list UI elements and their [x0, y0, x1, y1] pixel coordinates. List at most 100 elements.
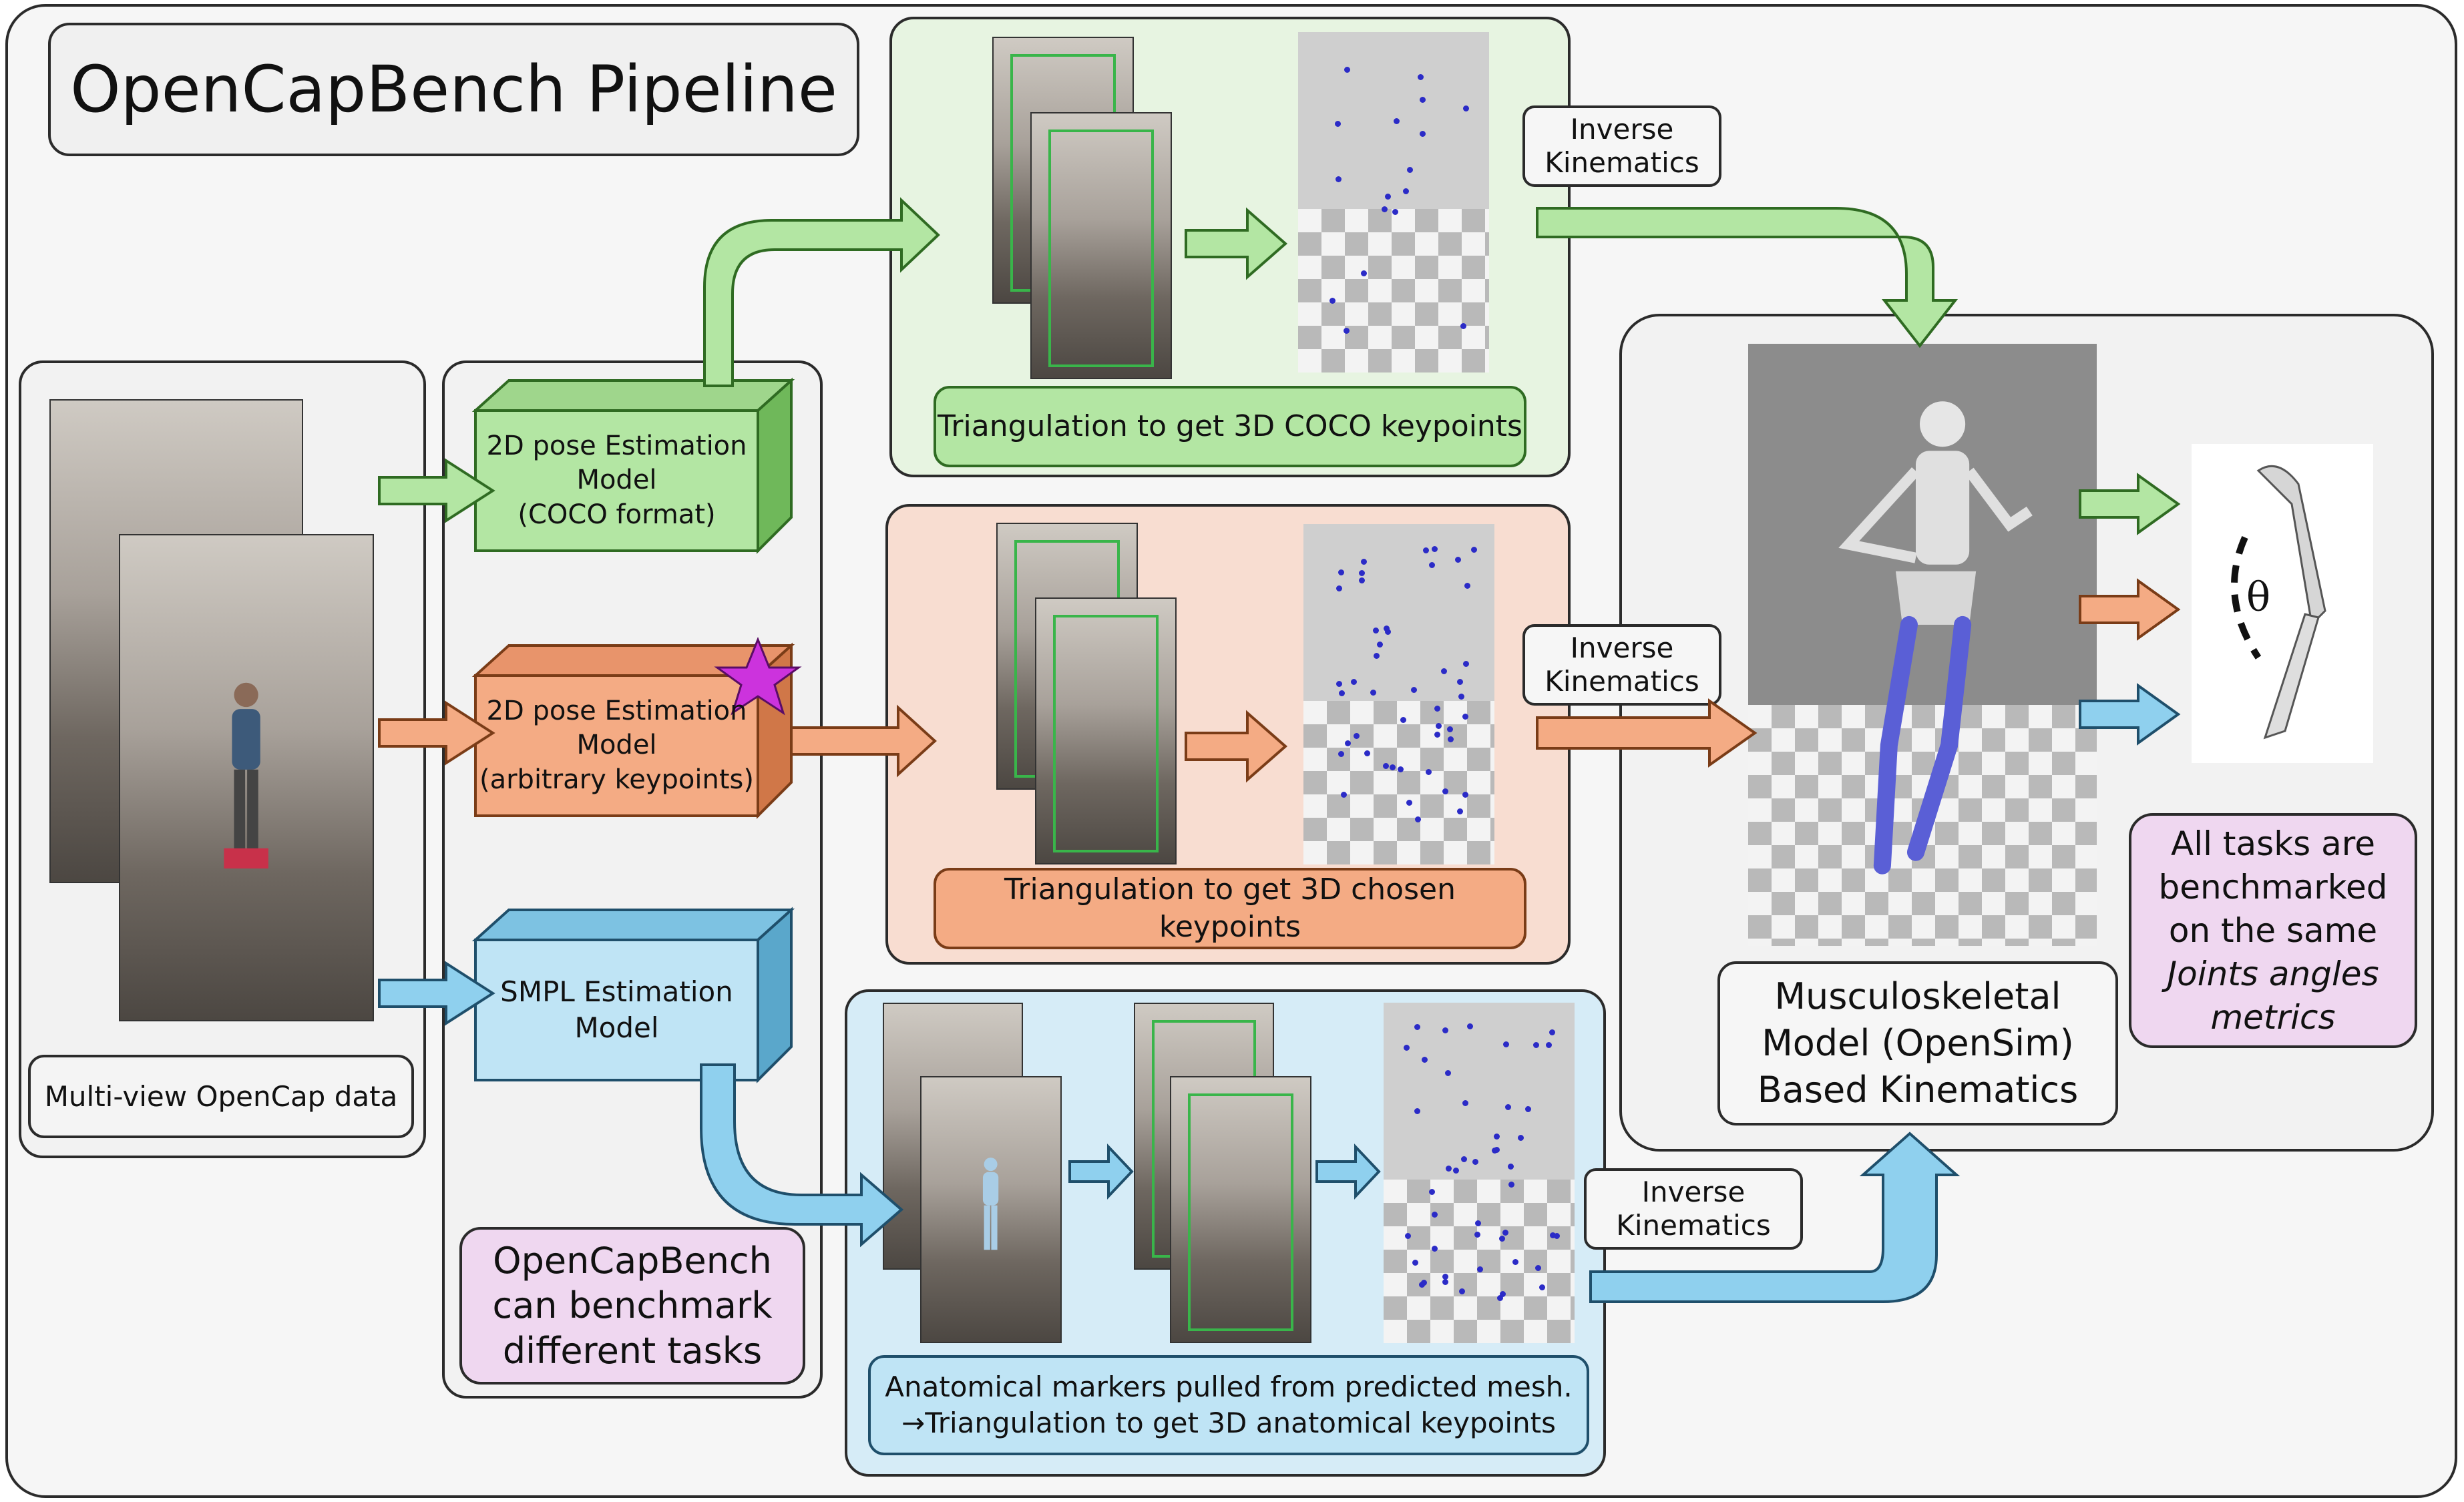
skeleton-icon [1838, 401, 2033, 874]
keypoint-dot [1507, 1163, 1514, 1170]
arbitrary-model-line: (arbitrary keypoints) [479, 764, 754, 795]
musculo-line: Model (OpenSim) [1762, 1021, 2074, 1064]
note-right: All tasks are benchmarked on the same Jo… [2129, 813, 2417, 1048]
smpl-model-label: SMPL Estimation Model [475, 940, 758, 1080]
keypoint-dot [1518, 1135, 1524, 1142]
keypoint-dot [1398, 766, 1404, 773]
keypoint-dot [1336, 680, 1342, 687]
arrow-coco-2d-to-3d [1185, 207, 1288, 280]
keypoint-dot [1524, 1106, 1531, 1113]
arrow-orange-to-metrics [2079, 578, 2181, 641]
keypoint-dot [1496, 1295, 1503, 1302]
coco-model-line: Model [576, 465, 657, 496]
keypoint-dot [1462, 792, 1468, 798]
keypoint-dot [1502, 1041, 1509, 1048]
keypoint-dot [1431, 1211, 1438, 1218]
keypoint-dot [1377, 642, 1384, 648]
keypoint-dot [1341, 792, 1348, 798]
keypoint-dot [1549, 1232, 1556, 1238]
keypoint-dot [1338, 751, 1344, 758]
keypoint-dot [1553, 1233, 1560, 1240]
keypoint-dot [1425, 769, 1432, 776]
keypoint-dot [1442, 1279, 1449, 1286]
anatomical-triangulation-box: Anatomical markers pulled from predicted… [868, 1355, 1589, 1455]
keypoint-dot [1494, 1146, 1500, 1153]
keypoint-dot [1431, 545, 1438, 552]
theta-symbol: θ [2232, 571, 2285, 624]
joint-angle-image: θ [2192, 444, 2373, 763]
keypoint-dot [1335, 120, 1342, 127]
note-left: OpenCapBench can benchmark different tas… [459, 1227, 805, 1385]
chosen-triangulation-text: Triangulation to get 3D chosen keypoints [1004, 872, 1456, 944]
keypoint-dot [1464, 583, 1471, 589]
keypoint-dot [1393, 117, 1400, 124]
keypoint-dot [1440, 668, 1447, 674]
arbitrary-model-line: 2D pose Estimation [486, 696, 747, 727]
keypoint-dot [1539, 1284, 1546, 1290]
keypoint-dot [1477, 1266, 1484, 1272]
note-right-line: metrics [2210, 997, 2336, 1037]
ik-line: Inverse [1570, 112, 1674, 146]
note-right-line: Joints angles [2167, 954, 2379, 993]
keypoint-dot [1545, 1041, 1552, 1048]
keypoint-dot [1472, 1159, 1478, 1166]
chosen-triangulation-box: Triangulation to get 3D chosen keypoints [934, 868, 1526, 949]
keypoint-dot [1374, 652, 1380, 659]
keypoint-dot [1410, 687, 1417, 694]
person-figure-icon [224, 682, 269, 869]
keypoint-dot [1508, 1181, 1515, 1188]
keypoint-dot [1405, 1232, 1412, 1239]
coco-model-label: 2D pose Estimation Model (COCO format) [475, 411, 758, 551]
keypoint-dot [1422, 547, 1429, 553]
keypoint-dot [1431, 1246, 1438, 1252]
keypoint-dot [1402, 188, 1409, 195]
keypoint-dot [1446, 1165, 1452, 1172]
note-right-line: All tasks are [2171, 824, 2375, 863]
coco-model-line: 2D pose Estimation [486, 431, 747, 462]
arrow-blue-to-metrics [2079, 683, 2181, 746]
keypoint-dot [1493, 1134, 1500, 1140]
keypoint-dot [1358, 569, 1365, 576]
ik-line: Kinematics [1545, 146, 1699, 179]
keypoint-dot [1360, 270, 1367, 277]
keypoint-dot [1457, 808, 1463, 815]
note-left-line: can benchmark [492, 1284, 773, 1327]
coco-3d-scene [1298, 32, 1489, 372]
keypoint-dot [1420, 96, 1426, 103]
keypoint-dot [1400, 717, 1406, 724]
keypoint-dot [1442, 1274, 1449, 1280]
keypoint-dot [1456, 678, 1463, 685]
keypoint-dot [1415, 816, 1422, 823]
smpl-model-line: SMPL Estimation [500, 975, 733, 1009]
keypoint-dot [1500, 1291, 1506, 1298]
arrow-2d-to-3d-anatomical [1315, 1143, 1381, 1200]
musculo-line: Musculoskeletal [1774, 975, 2061, 1017]
keypoint-dot [1418, 73, 1424, 80]
keypoint-dot [1446, 726, 1453, 732]
ik-line: Kinematics [1545, 665, 1699, 698]
keypoint-dot [1447, 736, 1454, 743]
input-caption: Multi-view OpenCap data [44, 1079, 398, 1113]
keypoint-dot [1420, 131, 1426, 138]
keypoint-dot [1453, 1167, 1460, 1174]
anatomical-triangulation-line: →Triangulation to get 3D anatomical keyp… [901, 1407, 1556, 1439]
anatomical-triangulation-line: Anatomical markers pulled from predicted… [885, 1370, 1573, 1404]
musculo-box: Musculoskeletal Model (OpenSim) Based Ki… [1717, 961, 2118, 1125]
keypoint-dot [1460, 323, 1467, 330]
keypoint-dot [1361, 559, 1368, 565]
keypoint-dot [1532, 1041, 1539, 1048]
keypoint-dot [1458, 693, 1464, 700]
keypoint-dot [1336, 176, 1342, 183]
arrow-smpl-to-anatomical [700, 1063, 904, 1248]
chosen-3d-scene [1303, 524, 1494, 864]
keypoint-dot [1338, 690, 1345, 697]
keypoint-dot [1460, 1156, 1467, 1162]
arrow-input-to-smpl [378, 961, 495, 1026]
keypoint-dot [1535, 1265, 1542, 1272]
keypoint-dot [1549, 1029, 1556, 1036]
keypoint-dot [1499, 1235, 1506, 1242]
keypoint-dot [1414, 1108, 1421, 1115]
keypoint-dot [1412, 1259, 1419, 1266]
keypoint-dot [1358, 577, 1365, 584]
page-title: OpenCapBench Pipeline [48, 23, 859, 156]
